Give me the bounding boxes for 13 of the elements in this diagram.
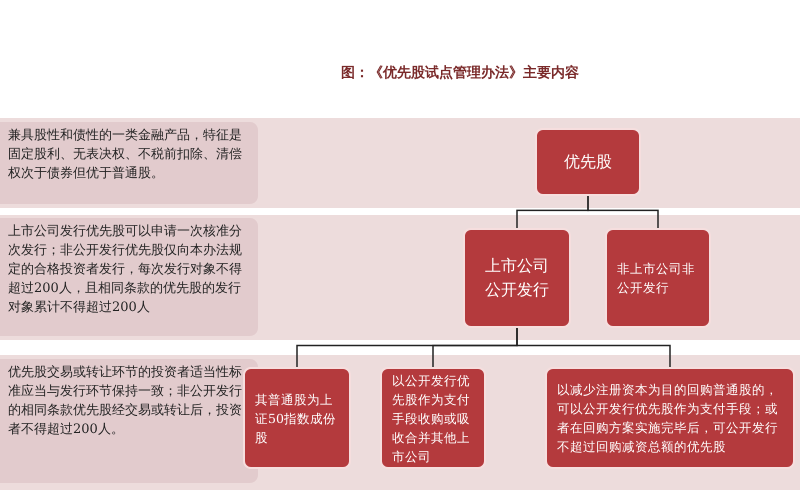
description-text: 上市公司发行优先股可以申请一次核准分次发行；非公开发行优先股仅向本办法规定的合格投资者发行，每次发行对象不得超过200人，且相同条款的优先股的发行对象累计不得超过200人 [0, 218, 258, 336]
process-box: 上市公司公开发行 [463, 228, 571, 328]
band [0, 118, 800, 208]
connector-line [587, 196, 659, 228]
description-text: 兼具股性和债性的一类金融产品，特征是固定股利、无表决权、不税前扣除、清偿权次于债券但优于普通股。 [0, 122, 258, 204]
band [0, 215, 800, 340]
title-text: 图：《优先股试点管理办法》主要内容 [340, 64, 580, 82]
connector-line [516, 328, 671, 367]
process-box: 优先股 [535, 128, 641, 196]
process-box: 以减少注册资本为目的回购普通股的，可以公开发行优先股作为支付手段；或者在回购方案实施完毕后，可公开发行不超过回购减资总额的优先股 [545, 367, 795, 469]
process-box: 以公开发行优先股作为支付手段收购或吸收合并其他上市公司 [380, 367, 486, 469]
band [0, 355, 800, 490]
process-box: 非上市公司非公开发行 [605, 228, 711, 328]
